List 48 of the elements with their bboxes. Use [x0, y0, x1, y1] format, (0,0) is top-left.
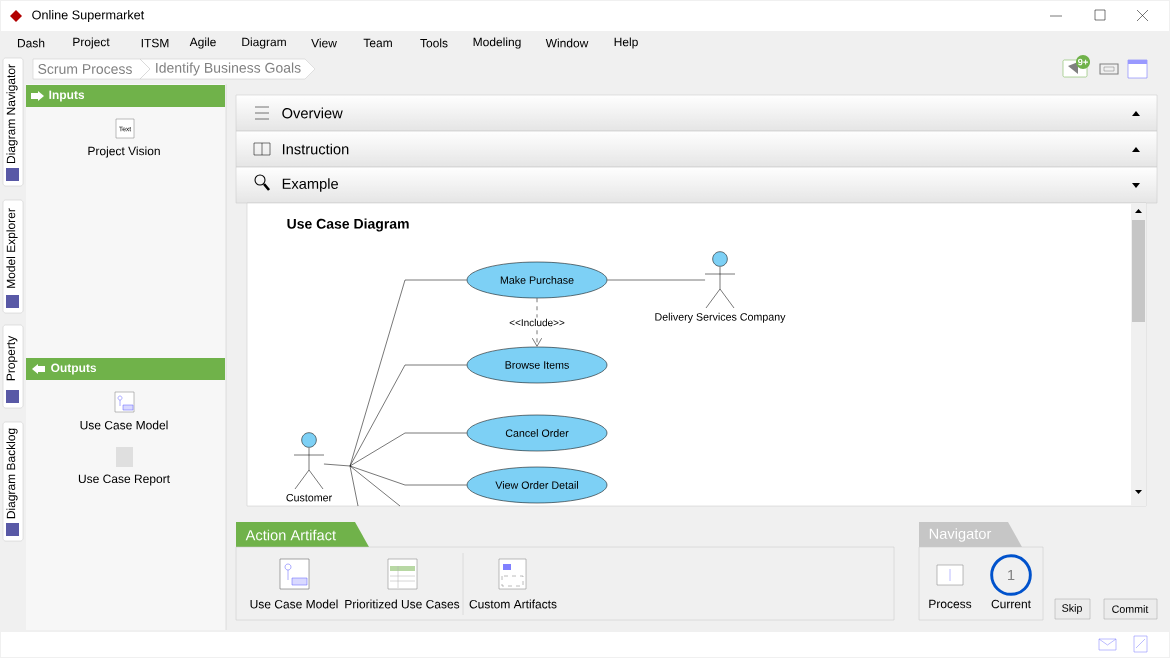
- side-tab: Property: [2, 324, 24, 409]
- node-label: Customer: [286, 493, 332, 502]
- connector: [607, 279, 706, 281]
- section-header: Outputs: [26, 358, 225, 380]
- accordion-header: Overview: [235, 94, 1158, 132]
- menu-item: ITSM: [141, 38, 169, 48]
- side-tab: Diagram Navigator: [2, 57, 24, 187]
- side-tab: Diagram Backlog: [2, 421, 24, 542]
- actor-figure: Delivery Services Company: [655, 251, 786, 323]
- item-label: Use Case Report: [78, 474, 170, 486]
- diagram-title: Use Case Diagram: [287, 218, 409, 232]
- connector: [349, 279, 467, 467]
- accordion-header: Instruction: [235, 130, 1158, 168]
- node-label: Delivery Services Company: [655, 312, 786, 323]
- side-tab: Model Explorer: [2, 199, 24, 314]
- breadcrumb: Scrum Process: [32, 58, 151, 80]
- connector: [349, 465, 359, 507]
- item-label: Use Case Model: [80, 420, 168, 430]
- section-header: Inputs: [26, 85, 225, 107]
- connector: [349, 465, 467, 486]
- menu-item: Project: [73, 37, 110, 49]
- menu-item: Help: [614, 37, 638, 49]
- menu-item: Dash: [18, 38, 45, 48]
- item-label: Current: [991, 599, 1031, 609]
- menu-item: View: [311, 38, 337, 48]
- commit-button: Commit: [1103, 598, 1158, 620]
- menu-item: Diagram: [242, 37, 286, 49]
- item-label: Custom Artifacts: [469, 599, 557, 609]
- breadcrumb: Identify Business Goals: [139, 58, 316, 80]
- skip-button: Skip: [1054, 598, 1091, 620]
- item-label: Process: [929, 599, 972, 609]
- connector: [349, 465, 401, 507]
- window-title: Online Supermarket: [32, 10, 145, 22]
- edge-label: <<Include>>: [507, 317, 567, 328]
- menu-item: Window: [545, 38, 589, 48]
- item-label: Project Vision: [88, 146, 160, 158]
- item-label: Use Case Model: [250, 599, 338, 609]
- accordion-header: Example: [235, 166, 1158, 204]
- connector: [323, 463, 351, 467]
- item-label: Prioritized Use Cases: [345, 599, 460, 609]
- connector: [349, 432, 467, 467]
- menu-item: Modeling: [473, 37, 521, 49]
- menu-item: Team: [363, 38, 392, 48]
- connector: [349, 364, 467, 467]
- menu-item: Agile: [189, 37, 216, 49]
- menu-item: Tools: [420, 38, 448, 48]
- connector: [532, 298, 542, 347]
- actor-figure: Customer: [286, 432, 332, 502]
